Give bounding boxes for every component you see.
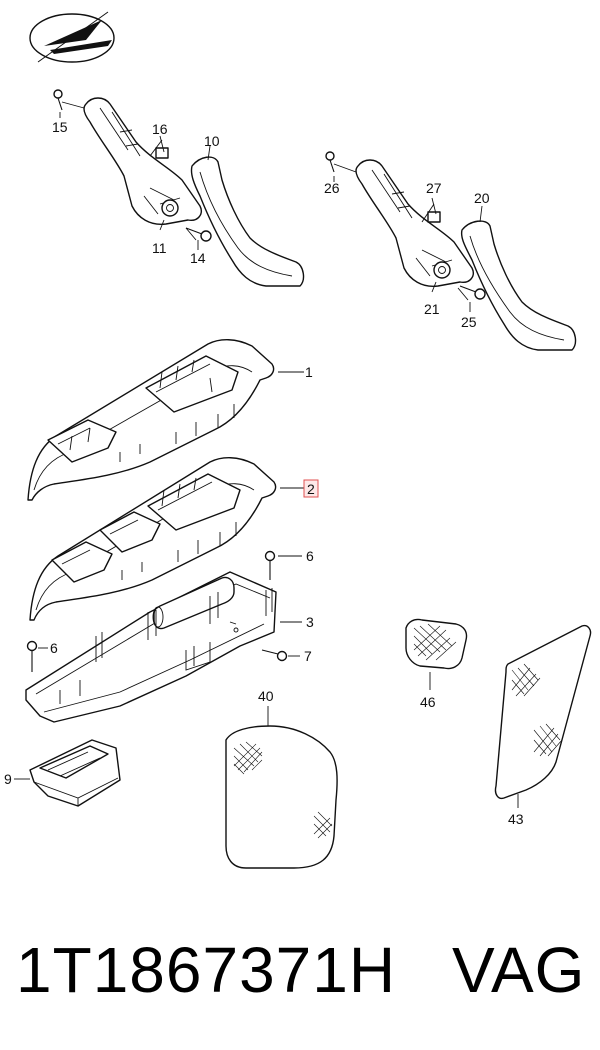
callout-43: 43 xyxy=(508,811,524,827)
switch-panel-trim-1 xyxy=(27,339,304,501)
callout-14: 14 xyxy=(190,250,206,266)
screw-6-icon xyxy=(264,550,302,580)
callout-20: 20 xyxy=(474,190,490,206)
callout-27: 27 xyxy=(426,180,442,196)
callout-40: 40 xyxy=(258,688,274,704)
callout-25: 25 xyxy=(461,314,477,330)
callout-26: 26 xyxy=(324,180,340,196)
callout-2: 2 xyxy=(307,481,315,497)
clip-16-icon xyxy=(149,139,169,159)
callout-6: 6 xyxy=(306,548,314,564)
callout-11: 11 xyxy=(152,240,167,256)
screw-7-icon xyxy=(261,649,300,662)
callout-10: 10 xyxy=(204,133,220,149)
callout-15: 15 xyxy=(52,119,68,135)
callout-16: 16 xyxy=(152,121,168,137)
screw-26-icon xyxy=(325,151,357,173)
grab-handle-assembly-right xyxy=(325,151,577,351)
callout-2-highlight-box xyxy=(303,479,319,498)
switch-carrier-3 xyxy=(25,550,302,723)
switch-panel-trim-2 xyxy=(29,457,304,621)
callout-1: 1 xyxy=(305,364,313,380)
switch-housing-9 xyxy=(14,739,121,807)
callout-21: 21 xyxy=(424,301,440,317)
screw-14-icon xyxy=(185,227,212,242)
brand-name: VAG xyxy=(452,934,585,1006)
callout-6-left: 6 xyxy=(50,640,58,656)
screw-15-icon xyxy=(53,89,85,111)
callout-3: 3 xyxy=(306,614,314,630)
callout-46: 46 xyxy=(420,694,436,710)
screw-25-icon xyxy=(457,285,486,301)
callout-7: 7 xyxy=(304,648,312,664)
grab-handle-assembly-left xyxy=(53,89,305,287)
brand-logo xyxy=(29,11,115,63)
foam-pad-40 xyxy=(225,706,338,869)
part-number: 1T1867371H xyxy=(16,934,396,1006)
clip-27-icon xyxy=(421,203,441,223)
foam-pad-46 xyxy=(405,618,468,690)
callout-labels: 15 16 10 11 14 26 27 20 21 25 1 2 6 6 3 … xyxy=(4,119,524,827)
callout-9: 9 xyxy=(4,771,12,787)
screw-6-left-icon xyxy=(26,640,48,672)
foam-pad-43 xyxy=(494,624,592,808)
